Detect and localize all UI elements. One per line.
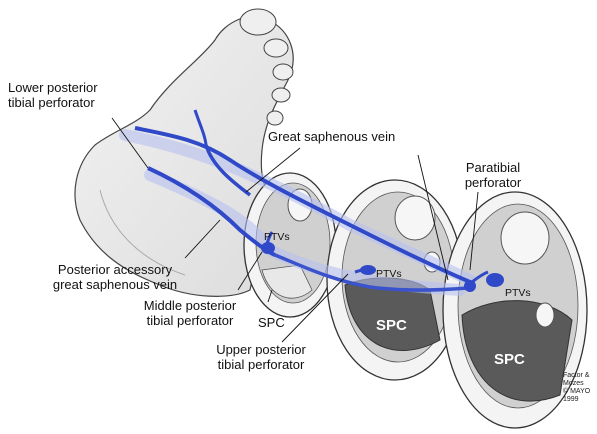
label-great-saphenous-vein: Great saphenous vein — [268, 129, 395, 144]
label-line: Posterior accessory — [30, 262, 200, 277]
artist-credit: Factor & Mozes © MAYO 1999 — [563, 372, 597, 404]
credit-line: © MAYO — [563, 388, 597, 396]
label-line: great saphenous vein — [30, 277, 200, 292]
label-middle-posterior-tibial-perforator: Middle posterior tibial perforator — [120, 298, 260, 328]
label-line: perforator — [448, 175, 538, 190]
label-upper-posterior-tibial-perforator: Upper posterior tibial perforator — [196, 342, 326, 372]
label-line: tibial perforator — [120, 313, 260, 328]
label-line: tibial perforator — [8, 95, 98, 110]
label-spc-mid: SPC — [376, 318, 407, 333]
label-line: Upper posterior — [196, 342, 326, 357]
label-ptvs-3: PTVs — [505, 286, 531, 301]
label-line: Paratibial — [448, 160, 538, 175]
label-ptvs-1: PTVs — [264, 230, 290, 245]
label-line: Middle posterior — [120, 298, 260, 313]
label-ptvs-2: PTVs — [376, 267, 402, 282]
label-posterior-accessory-great-saphenous-vein: Posterior accessory great saphenous vein — [30, 262, 200, 292]
credit-line: Factor & Mozes — [563, 372, 597, 388]
label-paratibial-perforator: Paratibial perforator — [448, 160, 538, 190]
label-line: Lower posterior — [8, 80, 98, 95]
label-spc-large: SPC — [494, 352, 525, 367]
label-lower-posterior-tibial-perforator: Lower posterior tibial perforator — [8, 80, 98, 110]
credit-line: 1999 — [563, 396, 597, 404]
label-spc-small: SPC — [258, 315, 285, 330]
label-line: tibial perforator — [196, 357, 326, 372]
